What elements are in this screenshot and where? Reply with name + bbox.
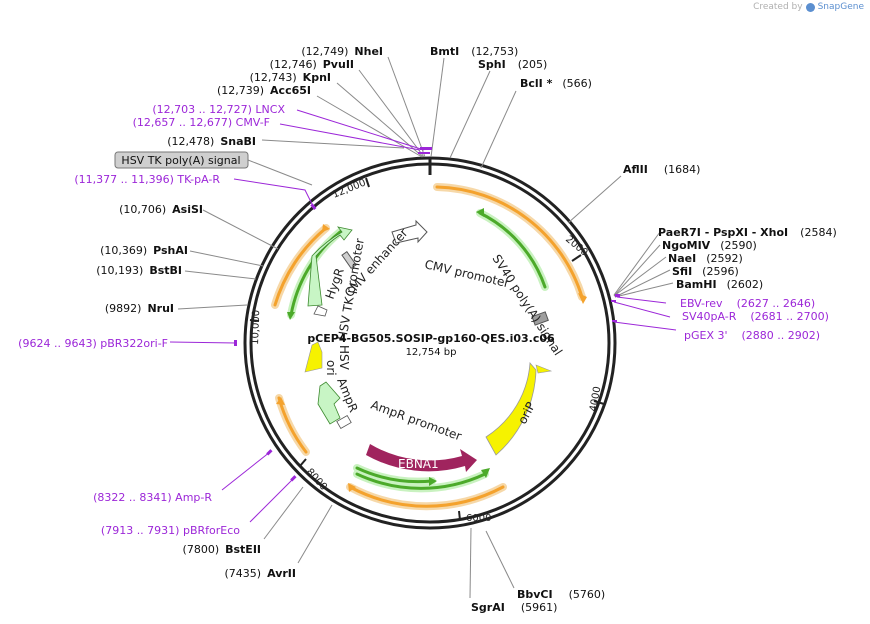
label-ori: ori — [324, 360, 338, 376]
orange-arrow-head-4 — [348, 483, 356, 492]
orange-arrow-head-2 — [322, 224, 330, 232]
enzyme-acc65i: (12,739)Acc65I — [217, 84, 311, 97]
enzyme-labels-right: BmtI(12,753) SphI(205) BclI *(566) AflII… — [430, 45, 837, 614]
enzyme-bcli: BclI *(566) — [520, 77, 592, 90]
enzyme-pvuii: (12,746)PvuII — [270, 58, 354, 71]
label-hsv-tk-polya-inner: HSV — [337, 345, 351, 371]
green-arrow-head-1 — [476, 208, 484, 217]
sv40-polya-box — [531, 311, 549, 326]
enzyme-bbvci: BbvCI(5760) — [517, 588, 605, 601]
enzyme-pshai: (10,369)PshAI — [100, 244, 188, 257]
primer-tk-pa-r: (11,377 .. 11,396) TK-pA-R — [74, 173, 220, 186]
primer-pbr322ori-f: (9624 .. 9643) pBR322ori-F — [18, 337, 168, 350]
primer-amp-r: (8322 .. 8341) Amp-R — [93, 491, 212, 504]
tick-10000: 10,000 — [250, 310, 262, 345]
primer-lncx: (12,703 .. 12,727) LNCX — [152, 103, 285, 116]
enzyme-bmti: BmtI(12,753) — [430, 45, 518, 58]
hsv-tk-promoter-arrow — [313, 305, 328, 317]
primer-sv40pa-r: SV40pA-R(2681 .. 2700) — [682, 310, 829, 323]
enzyme-sfii: SfiI(2596) — [672, 265, 739, 278]
orip-arrow — [485, 362, 537, 456]
tick-4000: 4000 — [588, 386, 603, 413]
enzyme-ngomiv: NgoMIV(2590) — [662, 239, 757, 252]
primer-markers — [234, 147, 620, 482]
enzyme-bamhi: BamHI(2602) — [676, 278, 763, 291]
enzyme-aflii: AflII(1684) — [623, 163, 700, 176]
enzyme-paer7i-pspxi-xhoi: PaeR7I - PspXI - XhoI(2584) — [658, 226, 837, 239]
orange-arrow-head-1 — [578, 293, 587, 304]
snapgene-logo-icon — [805, 2, 815, 12]
enzyme-kpni: (12,743)KpnI — [250, 71, 331, 84]
primer-pbrforeco: (7913 .. 7931) pBRforEco — [101, 524, 240, 537]
green-arrow-head-2 — [287, 312, 295, 320]
enzyme-bsteii: (7800)BstEII — [183, 543, 261, 556]
green-arrow-head-3 — [481, 468, 490, 478]
plasmid-name: pCEP4-BG505.SOSIP-gp160-QES.i03.c06 — [307, 332, 555, 345]
enzyme-sphi: SphI(205) — [478, 58, 547, 71]
label-ebna1: EBNA1 — [398, 457, 439, 471]
inner-features — [304, 219, 553, 472]
enzyme-bstbi: (10,193)BstBI — [96, 264, 182, 277]
tick-6000: 6000 — [466, 513, 491, 524]
primer-leaders — [169, 109, 677, 523]
enzyme-naei: NaeI(2592) — [668, 252, 743, 265]
enzyme-avrii: (7435)AvrII — [225, 567, 296, 580]
hsv-tk-polya-leader — [247, 159, 313, 186]
primer-labels: (12,703 .. 12,727) LNCX (12,657 .. 12,67… — [18, 103, 829, 537]
enzyme-asisi: (10,706)AsiSI — [119, 203, 203, 216]
hygr-arrow — [307, 226, 353, 307]
ebna1-arrow — [366, 444, 477, 472]
snapgene-credit: Created by SnapGene — [753, 2, 864, 12]
tick-12000: 12,000 — [331, 177, 368, 200]
cmv-arrow — [391, 219, 428, 244]
green-arrow-head-4 — [429, 477, 437, 486]
ampr-promoter-arrow — [336, 414, 352, 430]
enzyme-nhei: (12,749)NheI — [301, 45, 383, 58]
enzyme-labels-left: (12,749)NheI (12,746)PvuII (12,743)KpnI … — [96, 45, 383, 580]
label-ampr-promoter: AmpR promoter — [369, 398, 463, 444]
plasmid-size: 12,754 bp — [406, 347, 457, 358]
ori-arrow — [304, 341, 323, 373]
orange-arrow-head-3 — [276, 397, 285, 405]
enzyme-snabi: (12,478)SnaBI — [167, 135, 256, 148]
hsv-tk-polya-label: HSV TK poly(A) signal — [121, 154, 240, 167]
ampr-arrow — [317, 381, 341, 425]
label-ampr: AmpR — [334, 376, 360, 414]
feature-arcs — [271, 183, 587, 511]
tick-marks — [249, 177, 605, 521]
credit-brand: SnapGene — [817, 2, 864, 12]
enzyme-sgrai: SgrAI(5961) — [471, 601, 557, 614]
orip-head — [535, 364, 553, 374]
credit-prefix: Created by — [753, 2, 803, 12]
hygr-tail — [341, 251, 357, 269]
primer-pgex-3: pGEX 3'(2880 .. 2902) — [684, 329, 820, 342]
primer-cmv-f: (12,657 .. 12,677) CMV-F — [133, 116, 270, 129]
hsv-tk-polya-box — [114, 151, 249, 169]
primer-ebv-rev: EBV-rev(2627 .. 2646) — [680, 297, 815, 310]
enzyme-nrui: (9892)NruI — [105, 302, 174, 315]
enzyme-leaders — [177, 56, 674, 599]
